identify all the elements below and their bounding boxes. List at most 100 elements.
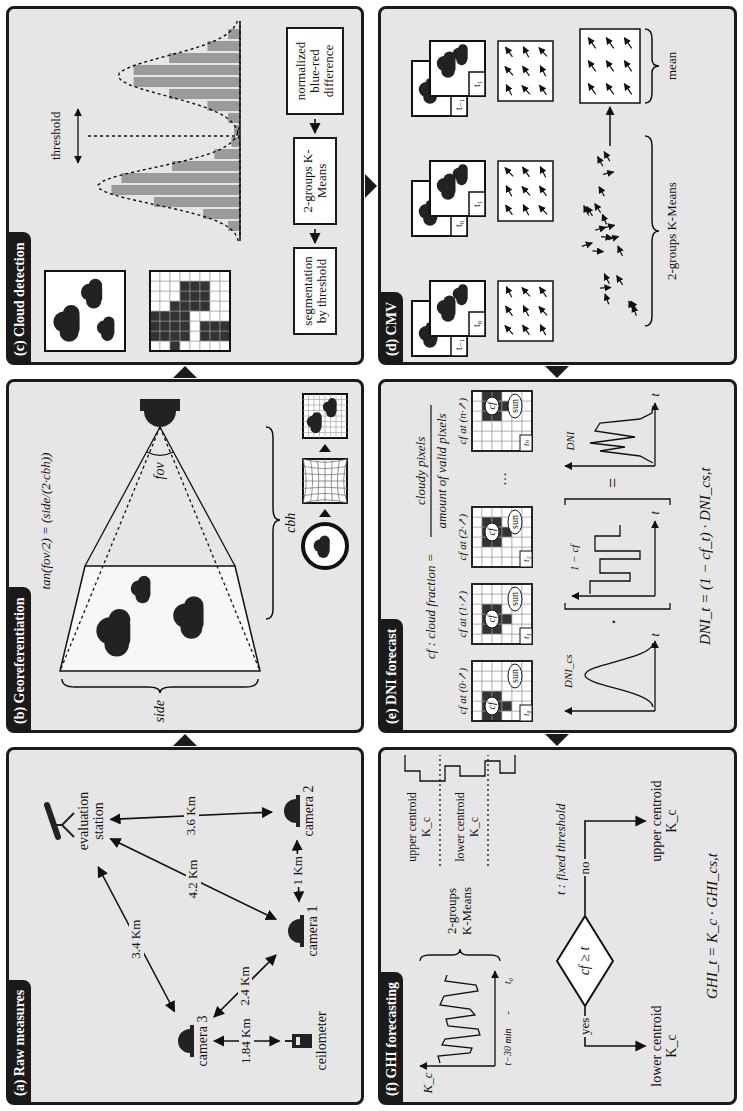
segmented-grid [220,271,230,281]
undistortion-sequence [303,466,347,468]
sky-grid [502,634,512,644]
undistortion-sequence [344,459,347,503]
segmented-grid [150,321,160,331]
camera-icon [300,915,304,947]
annotation-label: t₀ [453,221,465,227]
segmented-grid [180,341,190,351]
kc-plot [420,1065,495,1066]
vector-field [580,29,640,103]
sky-grid [485,697,499,715]
process-box: segmentation by threshold [293,247,338,335]
segmented-grid [160,281,170,291]
vector-field [618,246,623,256]
sky-grid [522,594,532,604]
panel-fill [6,6,364,365]
histogram [98,21,240,241]
annotation-label: t₁ [471,81,483,87]
panel-title: (d) CMV [381,292,403,362]
ceil-icon [285,1040,292,1042]
segmented-grid [180,311,190,321]
vector-field [584,206,589,216]
vector-field [595,203,601,212]
fov-ray [60,427,160,671]
ceil-icon [296,1037,300,1045]
annotation-label: t₋₁ [453,338,465,350]
histogram [169,89,240,99]
result-node: lower centroid K_c [649,998,680,1094]
annotation-label: · [601,618,626,625]
segmented-grid [160,321,170,331]
frame-pair [430,161,485,216]
annotation-label: sun [509,399,521,413]
connector [314,119,316,133]
camera-icon [284,799,296,823]
undistortion-sequence [314,535,330,558]
annotation-label: cf at (n·↗) [456,398,469,445]
annotation-label: mean [665,52,680,80]
frame-pair [469,72,485,96]
camera-node: camera 1 [280,906,320,957]
sky-image [53,305,79,342]
panel-fill [378,379,737,733]
segmented-grid [170,301,180,311]
node-text: normalized blue-red difference [294,33,337,109]
panel-fill [6,6,737,1105]
sky-grid [482,671,492,681]
vector-field [604,274,609,284]
segmented-grid [150,271,230,351]
histogram [228,221,240,231]
sky-grid [522,671,532,681]
segmented-grid [180,301,190,311]
flow-chevron [173,366,197,378]
segmented-grid [160,331,170,341]
sky-grid [492,671,502,681]
segmented-grid [210,271,220,281]
sky-grid [472,507,482,517]
camera-icon [296,795,300,827]
connector [314,229,316,243]
sky-grid [522,517,532,527]
undistortion-sequence [325,459,326,503]
vector-field [588,38,595,49]
sky-grid [485,523,499,541]
annotation-label: tan(fov/2) = (side/(2·cbh)) [39,453,54,590]
sky-grid [472,517,482,527]
vector-field [587,207,593,216]
sky-grid [508,664,522,688]
brace [62,427,280,693]
fov-ray [60,427,260,671]
sky-grid [522,527,532,537]
annotation-label: DNI [564,432,577,451]
sky-grid [522,537,532,547]
annotation-label: amount of valid pixels [435,413,450,528]
annotation-label: cf at (2·↗) [456,514,469,561]
sky-grid [472,411,482,421]
sky-grid [485,610,499,628]
vector-field [631,301,637,310]
sky-grid [472,671,482,681]
annotation-label: fov [152,462,168,479]
annotation-label: threshold [49,112,64,160]
undistortion-sequence [303,459,347,503]
node-text: segmentation by threshold [301,253,330,329]
sky-grid [472,681,482,691]
undistortion-sequence [337,459,339,503]
panel: (c) Cloud detectionnormalized blue-red d… [6,6,364,365]
sky-grid [502,547,512,557]
kc-plot [405,755,515,1066]
sky-grid [502,691,512,701]
sky-grid [512,421,522,431]
annotation-label: = [603,478,624,488]
vector-field [522,288,530,297]
frame-pair [430,41,485,96]
irradiance-plot [654,641,655,711]
annotation-label: 2-groups K-Means [445,880,475,942]
camera-icon [170,1024,195,1058]
vector-field [606,84,613,95]
segmented-grid [210,281,220,291]
vector-field [523,205,528,216]
undistortion-sequence [303,474,347,475]
undistortion-sequence [303,524,347,568]
undistortion-sequence [319,444,331,517]
